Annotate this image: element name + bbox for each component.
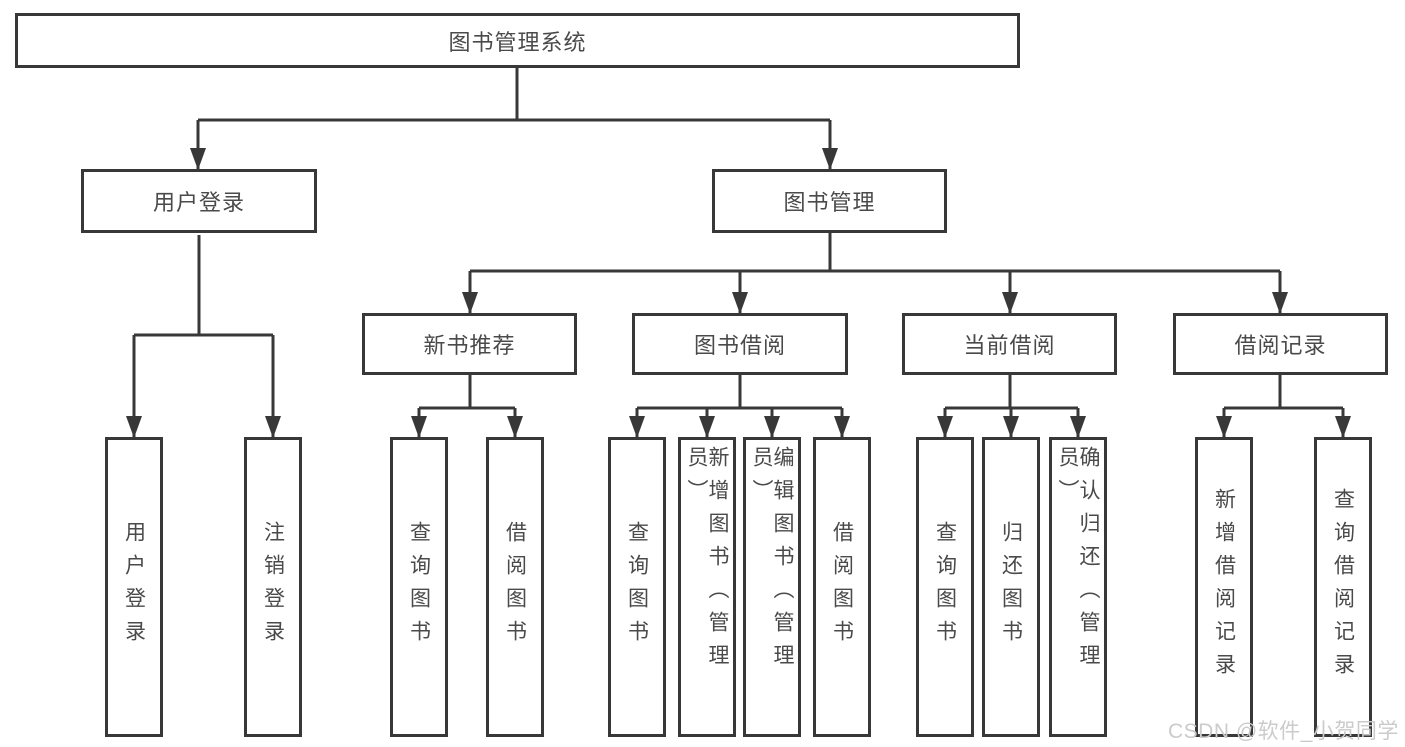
node-current-borrow: 当前借阅 [902, 313, 1117, 375]
node-borrow-records: 借阅记录 [1173, 313, 1388, 375]
node-leaf-add-borrow-record: 新增借阅记录 [1195, 437, 1253, 737]
node-leaf-query-books: 查询图书 [916, 437, 974, 737]
node-leaf-query-books: 查询图书 [608, 437, 666, 737]
node-user-login: 用户登录 [81, 169, 317, 233]
node-leaf-query-books: 查询图书 [390, 437, 448, 737]
node-leaf-user-login: 用户登录 [105, 437, 163, 737]
csdn-watermark: CSDN @软件_小贺同学 [1168, 720, 1399, 743]
node-root: 图书管理系统 [15, 13, 1020, 68]
node-leaf-add-books-admin: 新增图书（管理员） [678, 437, 736, 737]
node-book-management: 图书管理 [712, 169, 947, 233]
node-leaf-borrow-books: 借阅图书 [813, 437, 871, 737]
node-leaf-edit-books-admin: 编辑图书（管理员） [743, 437, 801, 737]
node-leaf-return-books: 归还图书 [982, 437, 1040, 737]
node-leaf-borrow-books: 借阅图书 [486, 437, 544, 737]
node-new-book-recommend: 新书推荐 [362, 313, 577, 375]
node-book-borrow: 图书借阅 [632, 313, 848, 375]
node-leaf-logout: 注销登录 [244, 437, 302, 737]
node-leaf-confirm-return-admin: 确认归还（管理员） [1049, 437, 1107, 737]
node-leaf-query-borrow-record: 查询借阅记录 [1314, 437, 1372, 737]
